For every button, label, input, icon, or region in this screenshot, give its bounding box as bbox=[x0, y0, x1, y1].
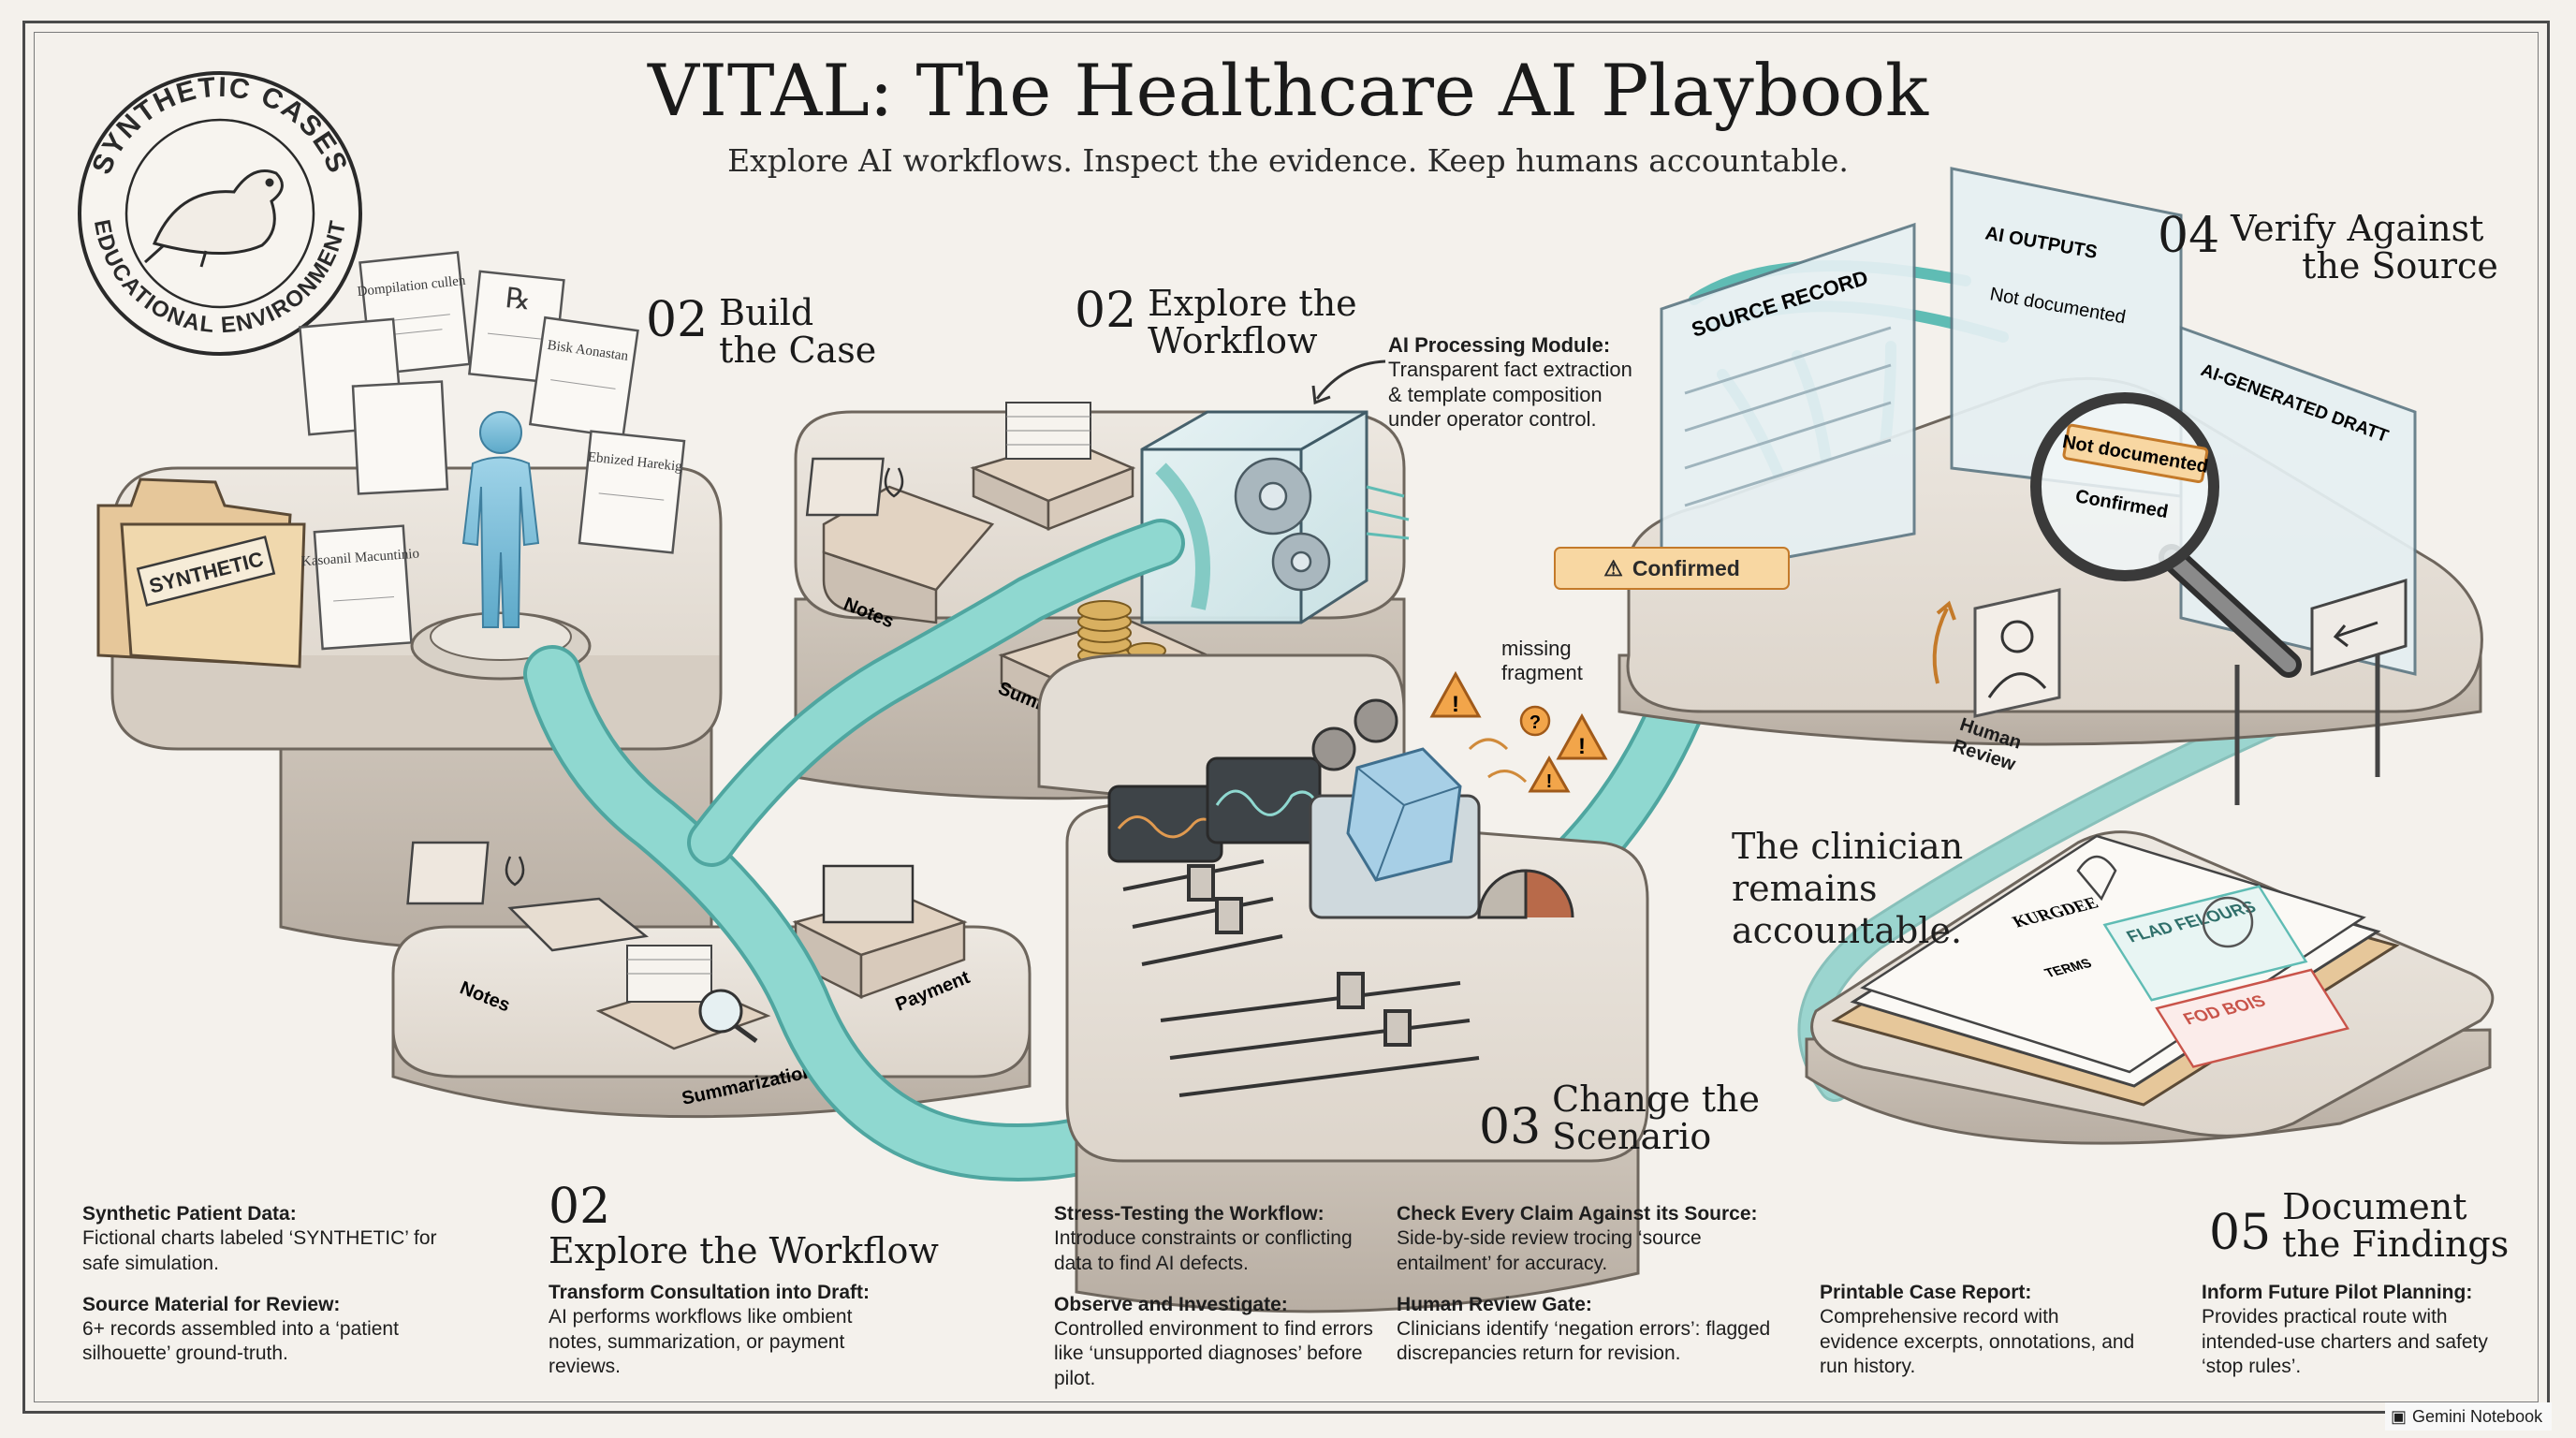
ribbon-icon bbox=[2076, 855, 2117, 902]
notes-module-top: Notes bbox=[805, 457, 995, 632]
oscilloscope-screen-1 bbox=[1107, 785, 1223, 863]
missing-fragment-note: missing fragment bbox=[1501, 637, 1583, 685]
warning-icons: ! ! ! ? bbox=[1429, 670, 1608, 793]
outer-frame bbox=[22, 21, 2550, 1414]
stop-rule-gate bbox=[2234, 578, 2408, 805]
svg-text:!: ! bbox=[1546, 771, 1553, 792]
synthetic-cases-stamp: SYNTHETIC CASES EDUCATIONAL ENVIRONMENT bbox=[78, 71, 362, 356]
seal-icon bbox=[143, 169, 284, 268]
output-arrows bbox=[1366, 485, 1410, 540]
ice-cube-icon bbox=[1346, 747, 1462, 882]
stethoscope-icon bbox=[884, 467, 904, 498]
gemini-notebook-watermark: ▣Gemini Notebook bbox=[2385, 1402, 2552, 1431]
stethoscope-icon-bottom bbox=[505, 856, 525, 887]
accountability-statement: The clinician remains accountable. bbox=[1732, 826, 1964, 951]
source-documents: Dompilation cullen ℞ Bisk Aonastan Ebniz… bbox=[299, 251, 686, 651]
warning-icon: ⚠ bbox=[1603, 555, 1623, 580]
magnifier-icon-small bbox=[698, 989, 758, 1044]
column-check-claims: Check Every Claim Against its Source:Sid… bbox=[1397, 1203, 1771, 1365]
svg-text:!: ! bbox=[1452, 692, 1459, 717]
warning-icon: ! bbox=[1556, 712, 1608, 760]
column-synthetic-data: Synthetic Patient Data:Fictional charts … bbox=[82, 1203, 437, 1365]
keyboard-icon bbox=[507, 897, 650, 952]
case-report-icon: KURGDEE FLAD FELOURS TERMS FOD BOIS bbox=[1831, 834, 2400, 1107]
synthetic-folder-icon: SYNTHETIC bbox=[96, 477, 306, 668]
svg-text:!: ! bbox=[1578, 734, 1586, 759]
warning-icon: ! bbox=[1528, 755, 1571, 793]
question-icon: ? bbox=[1519, 705, 1551, 737]
ai-module-pointer-icon bbox=[1311, 360, 1386, 405]
knob-icons bbox=[1311, 698, 1398, 771]
warning-icon: ! bbox=[1429, 670, 1482, 718]
scenario-control-console bbox=[1037, 653, 1649, 1313]
column-case-report: Printable Case Report:Comprehensive reco… bbox=[1820, 1282, 2135, 1377]
calculator-icon bbox=[822, 864, 915, 924]
slider-controls bbox=[1122, 859, 1480, 1097]
oscilloscope-screen-2 bbox=[1206, 756, 1322, 844]
ai-module-note: AI Processing Module:Transparent fact ex… bbox=[1388, 333, 1632, 432]
clinician-icon bbox=[1987, 620, 2047, 698]
column-stress-testing: Stress-Testing the Workflow:Introduce co… bbox=[1054, 1203, 1373, 1389]
rx-symbol: ℞ bbox=[504, 283, 532, 316]
return-arrow-icon bbox=[2333, 621, 2378, 648]
confirmed-badge: ⚠Confirmed bbox=[1554, 547, 1790, 590]
ai-processing-cube bbox=[1140, 410, 1410, 624]
gear-icon bbox=[1234, 457, 1331, 592]
column-explore-workflow: Transform Consultation into Draft:AI per… bbox=[549, 1282, 870, 1377]
dial-icon bbox=[1477, 869, 1574, 919]
source-record-panel: SOURCE RECORD bbox=[1660, 222, 1916, 582]
page-title: VITAL: The Healthcare AI Playbook bbox=[648, 49, 1928, 132]
report-seal-icon bbox=[2202, 896, 2254, 948]
column-pilot-planning: Inform Future Pilot Planning:Provides pr… bbox=[2202, 1282, 2488, 1377]
magnifying-glass-icon: Not documented Confirmed bbox=[2030, 392, 2302, 678]
svg-text:?: ? bbox=[1530, 712, 1541, 733]
page-subtitle: Explore AI workflows. Inspect the eviden… bbox=[727, 142, 1849, 179]
notebook-icon: ▣ bbox=[2391, 1406, 2408, 1426]
paper-stack-top bbox=[970, 402, 1136, 531]
human-review-card bbox=[1932, 588, 2061, 718]
inner-frame bbox=[34, 32, 2539, 1402]
